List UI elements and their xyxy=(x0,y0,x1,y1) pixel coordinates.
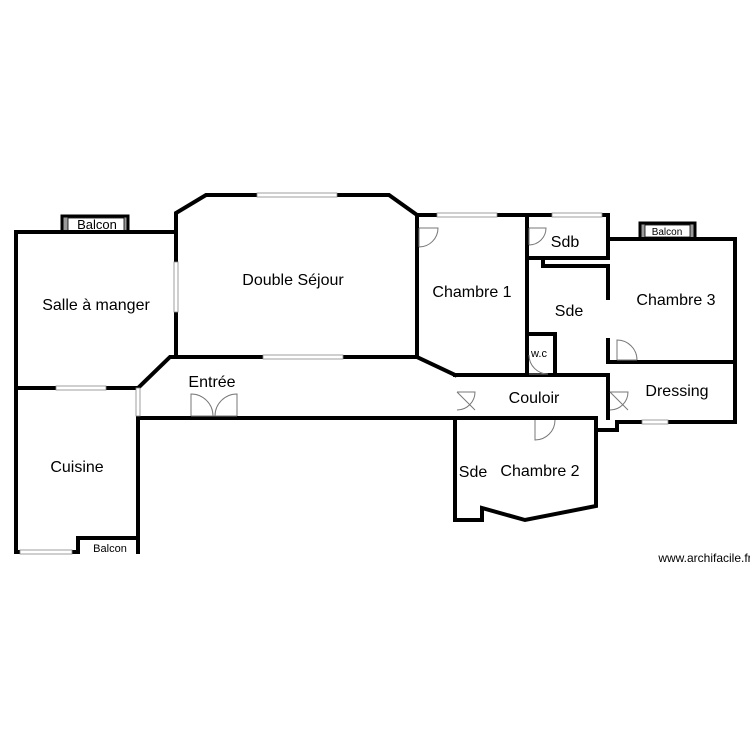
balcony-left-top: Balcon xyxy=(60,214,130,234)
room-chambre-2: Chambre 2 xyxy=(500,463,579,480)
room-double-sejour: Double Séjour xyxy=(242,272,344,289)
doors xyxy=(190,227,638,441)
room-sde: Sde xyxy=(555,303,584,320)
balcony-label-bottom: Balcon xyxy=(93,543,127,555)
room-couloir: Couloir xyxy=(509,390,560,407)
room-sde-2: Sde xyxy=(459,464,488,481)
room-wc: w.c xyxy=(530,348,547,360)
windows xyxy=(19,192,669,555)
balcony-right-top: Balcon xyxy=(638,221,697,241)
room-cuisine: Cuisine xyxy=(50,459,103,476)
room-sdb: Sdb xyxy=(551,234,580,251)
watermark: www.archifacile.fr xyxy=(657,551,750,565)
room-labels: Salle à manger Double Séjour Chambre 1 S… xyxy=(42,234,715,555)
walls xyxy=(14,193,737,554)
room-salle-a-manger: Salle à manger xyxy=(42,297,150,314)
balcony-label: Balcon xyxy=(652,227,683,238)
room-chambre-3: Chambre 3 xyxy=(636,292,715,309)
room-entree: Entrée xyxy=(188,374,235,391)
balcony-label: Balcon xyxy=(77,217,117,232)
room-dressing: Dressing xyxy=(645,383,708,400)
room-chambre-1: Chambre 1 xyxy=(432,284,511,301)
